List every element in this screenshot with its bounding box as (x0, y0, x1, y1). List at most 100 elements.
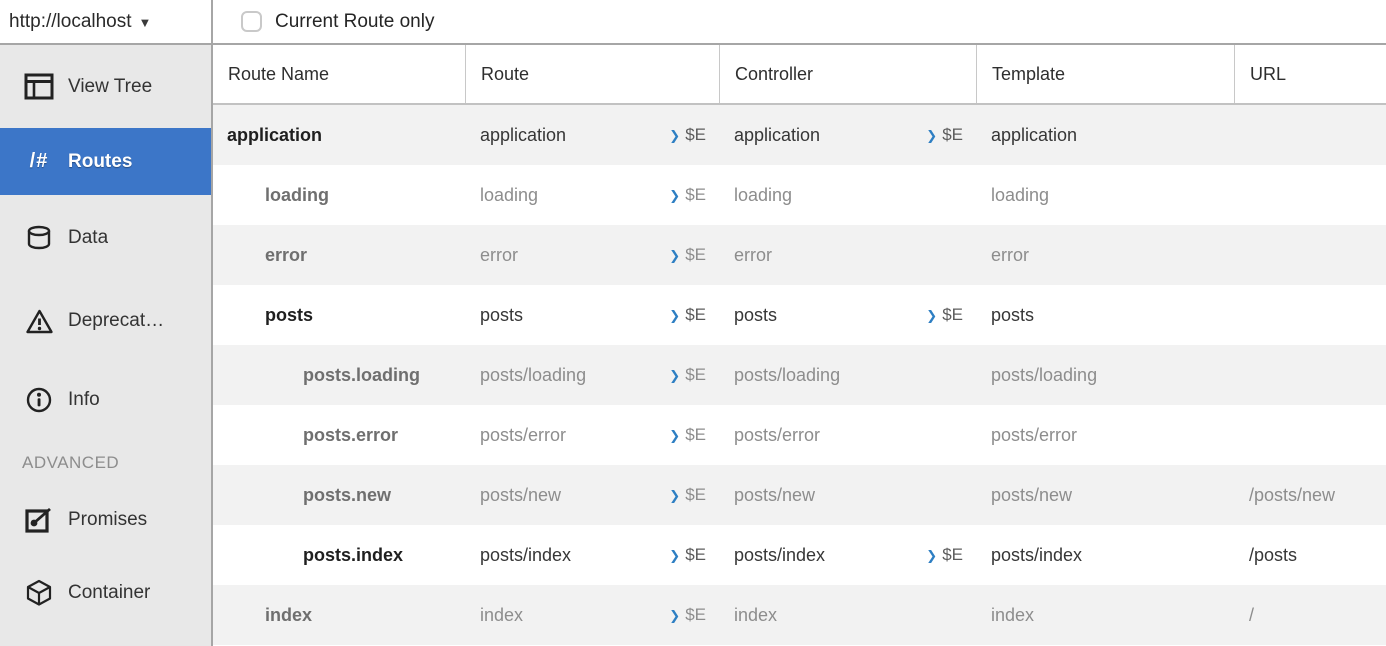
route-name: posts.error (303, 424, 399, 445)
console-e-label: $E (685, 305, 706, 324)
info-icon (22, 385, 56, 415)
template-value: application (991, 124, 1078, 145)
send-route-to-console-button[interactable]: ❯ $E (669, 425, 706, 445)
send-controller-to-console-button[interactable]: ❯ $E (926, 545, 963, 565)
route-table-row[interactable]: posts.error posts/error ❯ $E posts/error… (213, 405, 1386, 465)
route-name-cell: loading (213, 165, 466, 225)
send-route-to-console-button[interactable]: ❯ $E (669, 365, 706, 385)
route-name-cell: posts.index (213, 525, 466, 585)
send-route-to-console-button[interactable]: ❯ $E (669, 545, 706, 565)
chevron-right-icon: ❯ (669, 487, 681, 503)
route-table-row[interactable]: error error ❯ $E error ❯ $E error (213, 225, 1386, 285)
chevron-right-icon: ❯ (926, 307, 938, 323)
route-value: posts/new (480, 484, 562, 505)
console-e-label: $E (685, 365, 706, 384)
chevron-right-icon: ❯ (926, 127, 938, 143)
current-route-only-checkbox[interactable] (241, 11, 262, 32)
send-route-to-console-button[interactable]: ❯ $E (669, 485, 706, 505)
controller-cell: posts/index ❯ $E (720, 525, 977, 585)
route-name: posts.new (303, 484, 392, 505)
route-table-row[interactable]: posts.index posts/index ❯ $E posts/index… (213, 525, 1386, 585)
route-cell: error ❯ $E (466, 225, 720, 285)
url-cell (1235, 345, 1386, 405)
sidebar-item-view-tree[interactable]: View Tree (0, 45, 211, 128)
controller-value: loading (734, 184, 793, 205)
sidebar-item-info[interactable]: Info (0, 361, 211, 439)
send-controller-to-console-button[interactable]: ❯ $E (926, 305, 963, 325)
table-header: Route Name Route Controller Template URL (213, 45, 1386, 105)
route-value: index (480, 604, 524, 625)
send-route-to-console-button[interactable]: ❯ $E (669, 305, 706, 325)
controller-cell: application ❯ $E (720, 105, 977, 165)
route-table-row[interactable]: loading loading ❯ $E loading ❯ $E loadin… (213, 165, 1386, 225)
controller-cell: error ❯ $E (720, 225, 977, 285)
top-toolbar: http://localhost ▼ Current Route only (0, 0, 1386, 45)
template-cell: posts/new (977, 465, 1235, 525)
sidebar-item-routes[interactable]: /#Routes (0, 128, 211, 195)
url-cell (1235, 105, 1386, 165)
chevron-right-icon: ❯ (669, 247, 681, 263)
route-cell: application ❯ $E (466, 105, 720, 165)
route-table-row[interactable]: application application ❯ $E application… (213, 105, 1386, 165)
console-e-label: $E (685, 245, 706, 264)
route-name-cell: posts.new (213, 465, 466, 525)
current-route-only-toggle[interactable]: Current Route only (241, 11, 434, 33)
column-header-url: URL (1250, 63, 1287, 84)
table-body: application application ❯ $E application… (213, 105, 1386, 646)
template-value: posts/index (991, 544, 1083, 565)
sidebar-item-label: Deprecat… (68, 310, 165, 331)
controller-value: posts/loading (734, 364, 841, 385)
sidebar-item-label: Promises (68, 509, 148, 530)
route-cell: posts/loading ❯ $E (466, 345, 720, 405)
sidebar-item-label: Data (68, 227, 109, 248)
controller-value: posts/new (734, 484, 816, 505)
route-name: application (227, 124, 323, 145)
send-route-to-console-button[interactable]: ❯ $E (669, 125, 706, 145)
chevron-right-icon: ❯ (669, 547, 681, 563)
send-route-to-console-button[interactable]: ❯ $E (669, 605, 706, 625)
sidebar-item-promises[interactable]: Promises (0, 487, 211, 553)
route-value: posts/error (480, 424, 567, 445)
route-value: error (480, 244, 519, 265)
promises-icon (22, 505, 56, 535)
route-name-cell: index (213, 585, 466, 645)
send-route-to-console-button[interactable]: ❯ $E (669, 245, 706, 265)
template-cell: index (977, 585, 1235, 645)
template-value: posts (991, 304, 1035, 325)
template-value: loading (991, 184, 1050, 205)
container-icon (22, 578, 56, 608)
sidebar-divider (211, 0, 213, 646)
route-table-row[interactable]: index index ❯ $E index ❯ $E index / (213, 585, 1386, 645)
sidebar-item-deprecations[interactable]: Deprecat… (0, 281, 211, 361)
controller-value: application (734, 124, 821, 145)
route-name-cell: posts.loading (213, 345, 466, 405)
url-cell (1235, 165, 1386, 225)
column-header-template: Template (977, 45, 1235, 103)
route-cell: posts/new ❯ $E (466, 465, 720, 525)
route-cell: loading ❯ $E (466, 165, 720, 225)
route-name-cell: posts (213, 285, 466, 345)
url-value: /posts/new (1249, 484, 1336, 505)
console-e-label: $E (685, 605, 706, 624)
route-table-row[interactable]: posts.loading posts/loading ❯ $E posts/l… (213, 345, 1386, 405)
controller-cell: posts/error ❯ $E (720, 405, 977, 465)
console-e-label: $E (942, 305, 963, 324)
view-tree-icon (22, 72, 56, 102)
route-table-row[interactable]: posts.new posts/new ❯ $E posts/new ❯ $E … (213, 465, 1386, 525)
route-name: loading (265, 184, 329, 205)
url-cell: /posts/new (1235, 465, 1386, 525)
sidebar-item-container[interactable]: Container (0, 553, 211, 633)
route-name: error (265, 244, 308, 265)
route-table-row[interactable]: posts posts ❯ $E posts ❯ $E posts (213, 285, 1386, 345)
send-controller-to-console-button[interactable]: ❯ $E (926, 125, 963, 145)
sidebar-item-data[interactable]: Data (0, 195, 211, 281)
host-dropdown[interactable]: http://localhost ▼ (0, 0, 211, 43)
chevron-right-icon: ❯ (669, 187, 681, 203)
url-cell (1235, 285, 1386, 345)
controller-cell: posts ❯ $E (720, 285, 977, 345)
route-value: posts (480, 304, 524, 325)
routes-panel: Route Name Route Controller Template URL… (213, 45, 1386, 646)
controller-value: posts/error (734, 424, 821, 445)
send-route-to-console-button[interactable]: ❯ $E (669, 185, 706, 205)
